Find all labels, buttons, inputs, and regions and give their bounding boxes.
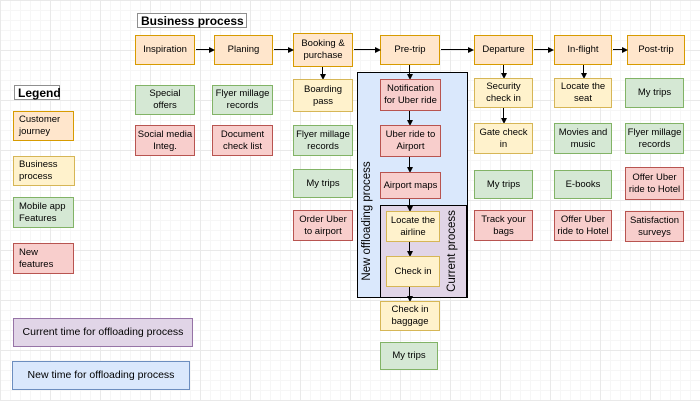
- stage-in-flight[interactable]: In-flight: [554, 35, 612, 65]
- node-locate-the-seat[interactable]: Locate the seat: [554, 78, 612, 108]
- node-uber-ride-to-airport[interactable]: Uber ride to Airport: [380, 125, 441, 157]
- legend-item-new-features[interactable]: New features: [13, 243, 74, 274]
- node-offer-uber-ride-to-hotel-post-trip[interactable]: Offer Uber ride to Hotel: [625, 167, 684, 200]
- connector-departure-in-flight[interactable]: [534, 47, 554, 54]
- stage-post-trip[interactable]: Post-trip: [627, 35, 685, 65]
- node-my-trips-post-trip[interactable]: My trips: [625, 78, 684, 108]
- connector-departure-security[interactable]: [501, 65, 508, 79]
- connector-airport-maps-locate-airline[interactable]: [407, 199, 414, 212]
- connector-locate-airline-check-in[interactable]: [407, 242, 414, 257]
- node-social-media-integ[interactable]: Social media Integ.: [135, 125, 195, 156]
- stage-pre-trip[interactable]: Pre-trip: [380, 35, 440, 65]
- legend-item-business-process[interactable]: Business process: [13, 156, 75, 186]
- connector-inspiration-planing[interactable]: [196, 47, 215, 54]
- connector-planing-booking[interactable]: [274, 47, 294, 54]
- node-satisfaction-surveys[interactable]: Satisfaction surveys: [625, 211, 684, 242]
- stage-departure[interactable]: Departure: [474, 35, 533, 65]
- connector-in-flight-post-trip[interactable]: [613, 47, 628, 54]
- connector-pre-trip-departure[interactable]: [441, 47, 474, 54]
- node-my-trips-pre-trip[interactable]: My trips: [380, 342, 438, 370]
- stage-booking-purchase[interactable]: Booking & purchase: [293, 33, 353, 67]
- legend-item-current-time[interactable]: Current time for offloading process: [13, 318, 193, 347]
- node-document-check-list[interactable]: Document check list: [212, 125, 273, 156]
- connector-booking-boarding-pass[interactable]: [320, 67, 327, 80]
- node-security-check-in[interactable]: Security check in: [474, 78, 533, 108]
- node-notification-for-uber-ride[interactable]: Notification for Uber ride: [380, 79, 441, 111]
- overlay-new-offloading-label: New offloading process: [361, 161, 373, 281]
- connector-booking-pre-trip[interactable]: [354, 47, 381, 54]
- overlay-current-process-label: Current process: [446, 210, 458, 292]
- node-my-trips-departure[interactable]: My trips: [474, 170, 533, 199]
- connector-pre-trip-notification[interactable]: [407, 65, 414, 80]
- node-gate-check-in[interactable]: Gate check in: [474, 123, 533, 154]
- connector-security-gate[interactable]: [501, 108, 508, 124]
- connector-notification-uber-ride[interactable]: [407, 111, 414, 126]
- node-special-offers[interactable]: Special offers: [135, 85, 195, 115]
- node-airport-maps[interactable]: Airport maps: [380, 172, 441, 199]
- node-flyer-millage-records-booking[interactable]: Flyer millage records: [293, 125, 353, 156]
- legend-item-mobile-app-features[interactable]: Mobile app Features: [13, 197, 74, 228]
- node-offer-uber-ride-to-hotel-in-flight[interactable]: Offer Uber ride to Hotel: [554, 210, 612, 241]
- node-locate-the-airline[interactable]: Locate the airline: [386, 211, 440, 242]
- legend-item-customer-journey[interactable]: Customer journey: [13, 111, 74, 141]
- node-track-your-bags[interactable]: Track your bags: [474, 210, 533, 241]
- connector-uber-ride-airport-maps[interactable]: [407, 157, 414, 173]
- node-order-uber-to-airport[interactable]: Order Uber to airport: [293, 210, 353, 241]
- legend-title: Legend: [14, 85, 61, 100]
- node-flyer-millage-records-post-trip[interactable]: Flyer millage records: [625, 123, 684, 154]
- connector-check-in-baggage[interactable]: [407, 287, 414, 302]
- legend-item-new-time[interactable]: New time for offloading process: [12, 361, 190, 390]
- node-e-books[interactable]: E-books: [554, 170, 612, 199]
- node-movies-and-music[interactable]: Movies and music: [554, 123, 612, 154]
- node-my-trips-booking[interactable]: My trips: [293, 169, 353, 198]
- stage-planing[interactable]: Planing: [214, 35, 273, 65]
- connector-in-flight-locate-seat[interactable]: [581, 65, 588, 79]
- diagram-title: Business process: [137, 13, 247, 28]
- stage-inspiration[interactable]: Inspiration: [135, 35, 195, 65]
- node-check-in-baggage[interactable]: Check in baggage: [380, 301, 440, 331]
- node-boarding-pass[interactable]: Boarding pass: [293, 79, 353, 112]
- node-check-in[interactable]: Check in: [386, 256, 440, 287]
- node-flyer-millage-records-planing[interactable]: Flyer millage records: [212, 85, 273, 115]
